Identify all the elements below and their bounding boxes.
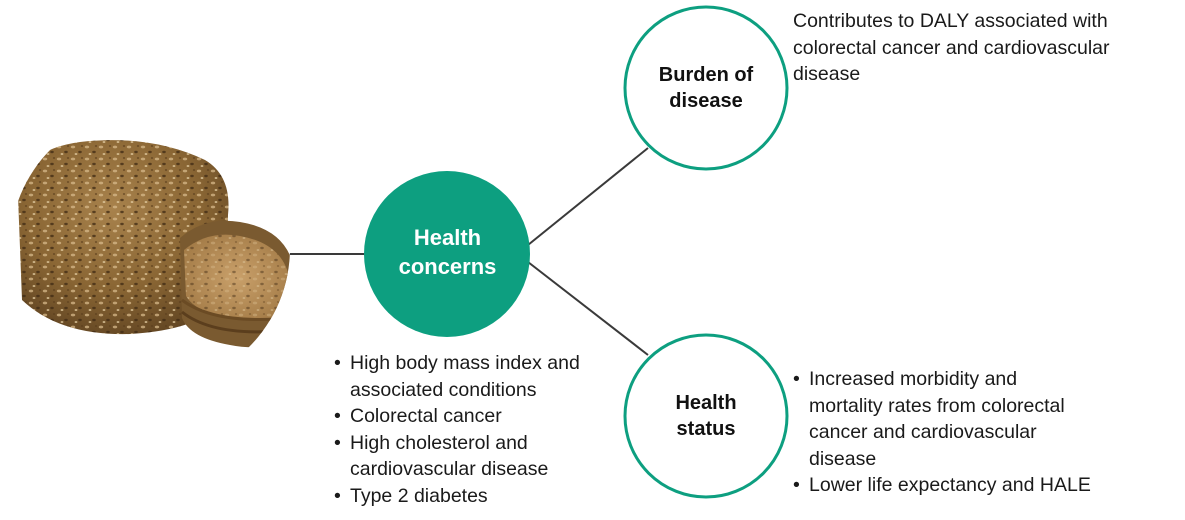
burden-description: Contributes to DALY associated with colo… (793, 10, 1110, 85)
health-status-list: Increased morbidity and mortality rates … (793, 366, 1093, 499)
status-label-line2: status (676, 418, 736, 440)
list-item: Increased morbidity and mortality rates … (793, 366, 1093, 472)
connector-main-to-status (527, 261, 649, 356)
health-concerns-label: Health concerns (365, 224, 530, 281)
burden-label-line1: Burden of (658, 64, 754, 86)
connector-main-to-burden (527, 147, 649, 246)
list-item: High cholesterol and cardiovascular dise… (334, 430, 634, 483)
health-concerns-list: High body mass index and associated cond… (334, 350, 634, 509)
status-label-line1: Health (675, 392, 737, 414)
list-item: High body mass index and associated cond… (334, 350, 634, 403)
health-concerns-label-line2: concerns (398, 253, 497, 279)
burden-of-disease-label: Burden of disease (624, 62, 788, 114)
burden-label-line2: disease (669, 90, 743, 112)
list-item: Lower life expectancy and HALE (793, 472, 1093, 499)
burden-of-disease-node (623, 5, 789, 171)
health-concerns-node (364, 171, 530, 337)
bread-loaf-image (10, 108, 290, 388)
health-concerns-label-line1: Health (413, 225, 482, 250)
list-item: Type 2 diabetes (334, 483, 634, 510)
health-status-label: Health status (624, 390, 788, 442)
list-item: Colorectal cancer (334, 403, 634, 430)
